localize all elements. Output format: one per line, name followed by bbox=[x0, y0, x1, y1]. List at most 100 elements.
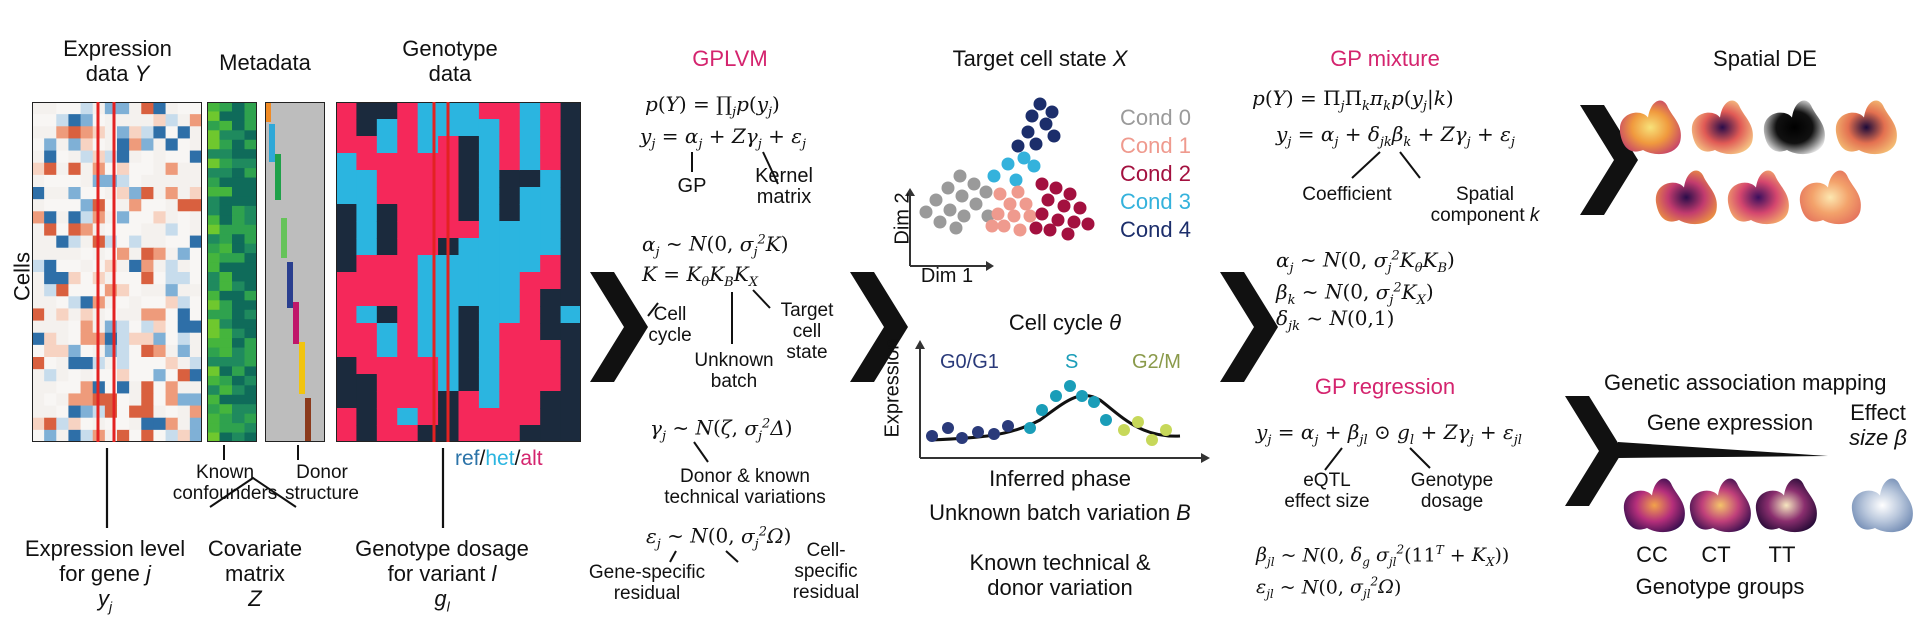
genotype-cell bbox=[519, 221, 541, 239]
genotype-cell bbox=[499, 425, 521, 442]
ref-het-alt-legend: ref/het/alt bbox=[455, 447, 543, 470]
genotype-cell bbox=[397, 357, 419, 375]
expression-cell bbox=[141, 211, 154, 224]
expression-cell bbox=[56, 308, 69, 322]
confounder-cell bbox=[219, 102, 233, 112]
confounder-cell bbox=[244, 404, 257, 415]
expression-cell bbox=[141, 272, 154, 285]
expression-cell bbox=[32, 150, 45, 164]
confounder-cell bbox=[244, 366, 257, 377]
expression-cell bbox=[44, 369, 57, 382]
confounder-cell bbox=[244, 309, 257, 320]
expression-cell bbox=[153, 284, 167, 297]
embedding-blob bbox=[1835, 100, 1897, 155]
expression-cell bbox=[141, 235, 154, 249]
gp-regression-title: GP regression bbox=[1314, 374, 1456, 399]
expression-cell bbox=[44, 272, 57, 285]
confounder-cell bbox=[219, 205, 233, 216]
confounder-cell bbox=[207, 328, 220, 339]
genotype-cell bbox=[336, 391, 357, 409]
genotype-cell bbox=[336, 255, 357, 273]
known-confounders-label: Known confounders bbox=[172, 462, 278, 504]
genotype-cell bbox=[560, 136, 581, 154]
genotype-heatmap bbox=[336, 102, 581, 442]
genotype-cell bbox=[356, 289, 378, 307]
confounder-cell bbox=[244, 338, 257, 349]
expression-cell bbox=[189, 357, 202, 370]
cell-point bbox=[967, 177, 981, 191]
confounder-cell bbox=[232, 272, 245, 282]
confounder-cell bbox=[207, 290, 220, 301]
genotype-cell bbox=[540, 340, 562, 358]
expression-cell bbox=[177, 174, 191, 188]
expression-cell bbox=[56, 211, 69, 224]
expression-cell bbox=[44, 429, 57, 442]
expression-cell bbox=[129, 162, 142, 176]
genotype-cell bbox=[519, 357, 541, 375]
cycle-point bbox=[972, 426, 984, 438]
expression-cell bbox=[189, 308, 202, 322]
confounder-cell bbox=[244, 158, 257, 169]
confounder-cell bbox=[232, 394, 245, 405]
genotype-cell bbox=[519, 170, 541, 188]
arrow-chevron-icon bbox=[590, 272, 648, 382]
expression-cell bbox=[32, 296, 45, 309]
cell-point bbox=[969, 197, 983, 211]
confounder-cell bbox=[207, 338, 220, 349]
expression-cell bbox=[80, 344, 94, 358]
expression-cell bbox=[117, 162, 130, 176]
cell-point bbox=[919, 205, 933, 219]
expression-cell bbox=[80, 247, 94, 261]
expression-cell bbox=[177, 381, 191, 394]
genotype-cell bbox=[356, 221, 378, 239]
genotype-cell bbox=[397, 391, 419, 409]
donor-block bbox=[269, 124, 275, 162]
expression-cell bbox=[189, 114, 202, 127]
confounder-cell bbox=[232, 158, 245, 169]
expression-cell bbox=[56, 320, 69, 334]
genotype-cell bbox=[376, 408, 398, 426]
confounder-cell bbox=[207, 366, 220, 377]
expression-cell bbox=[68, 344, 82, 358]
confounder-cell bbox=[244, 272, 257, 282]
genotype-cell bbox=[540, 170, 562, 188]
expression-cell bbox=[165, 417, 179, 431]
expression-cell bbox=[56, 126, 69, 139]
expression-cell bbox=[141, 332, 154, 346]
confounder-cell bbox=[207, 130, 220, 141]
genotype-cell bbox=[560, 289, 581, 307]
confounder-cell bbox=[219, 234, 233, 245]
expression-cell bbox=[32, 114, 45, 127]
expression-cell bbox=[141, 284, 154, 297]
genotype-cell bbox=[519, 323, 541, 341]
genotype-cell bbox=[356, 153, 378, 171]
dim1-axis-label: Dim 1 bbox=[920, 265, 974, 287]
genotype-cell bbox=[519, 119, 541, 137]
genotype-cell bbox=[499, 136, 521, 154]
expression-cell bbox=[177, 138, 191, 152]
genotype-cell bbox=[458, 255, 480, 273]
expression-cell bbox=[32, 174, 45, 188]
confounder-cell bbox=[232, 196, 245, 207]
expression-cell bbox=[32, 199, 45, 212]
arrow-chevron-icon bbox=[1580, 105, 1638, 215]
confounder-cell bbox=[244, 300, 257, 311]
expression-cell bbox=[44, 138, 57, 152]
expression-cell bbox=[68, 102, 82, 115]
confounder-cell bbox=[244, 347, 257, 358]
expression-cell bbox=[44, 187, 57, 200]
legend-entry: Cond 0 bbox=[1120, 105, 1191, 130]
genotype-dosage-label: Genotype dosage for variant l gl bbox=[355, 536, 529, 615]
expression-cell bbox=[189, 102, 202, 115]
expression-cell bbox=[117, 357, 130, 370]
donor-block bbox=[293, 302, 299, 344]
expression-cell bbox=[56, 223, 69, 237]
expression-cell bbox=[153, 247, 167, 261]
genotype-cell bbox=[356, 340, 378, 358]
expression-cell bbox=[129, 308, 142, 322]
confounder-cell bbox=[207, 262, 220, 273]
confounder-cell bbox=[207, 139, 220, 150]
expression-cell bbox=[56, 272, 69, 285]
expression-cell bbox=[32, 126, 45, 139]
genotype-cell bbox=[519, 408, 541, 426]
